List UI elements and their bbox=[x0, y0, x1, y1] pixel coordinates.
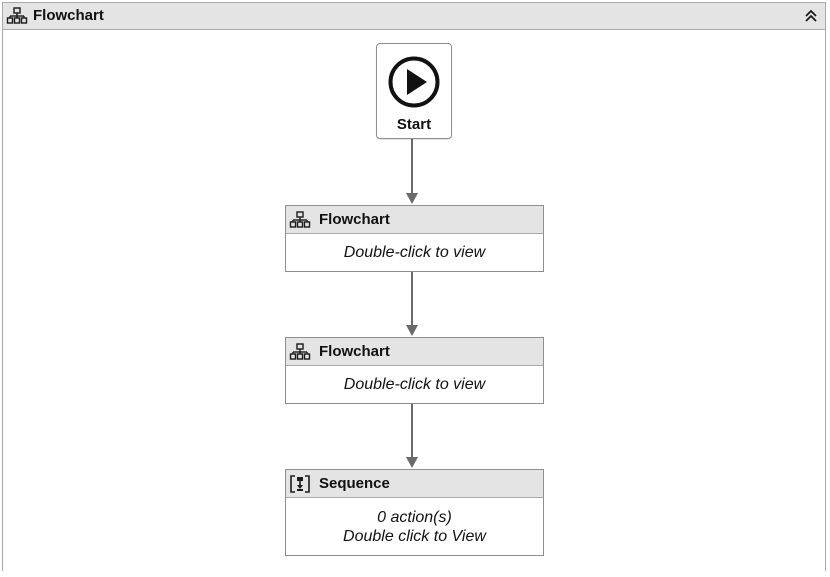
sequence-icon bbox=[289, 474, 311, 494]
flowchart-activity-2[interactable]: Flowchart Double-click to view bbox=[285, 337, 544, 404]
activity-body: 0 action(s) Double click to View bbox=[286, 498, 543, 546]
action-count: 0 action(s) bbox=[377, 509, 452, 526]
play-circle-icon bbox=[387, 55, 441, 109]
flowchart-icon bbox=[289, 342, 311, 362]
sequence-activity[interactable]: Sequence 0 action(s) Double click to Vie… bbox=[285, 469, 544, 556]
activity-header: Flowchart bbox=[286, 206, 543, 234]
connector-arrowhead bbox=[406, 457, 418, 468]
activity-hint: Double-click to view bbox=[343, 244, 486, 261]
activity-title: Sequence bbox=[319, 475, 390, 492]
flowchart-header: Flowchart bbox=[3, 3, 825, 30]
activity-body: Double-click to view bbox=[286, 366, 543, 394]
activity-hint: Double click to View bbox=[343, 528, 486, 545]
activity-header: Flowchart bbox=[286, 338, 543, 366]
activity-title: Flowchart bbox=[319, 343, 390, 360]
flowchart-icon bbox=[6, 6, 28, 26]
flowchart-designer-canvas[interactable]: Flowchart Start bbox=[2, 2, 826, 571]
start-node[interactable]: Start bbox=[376, 43, 452, 139]
flowchart-title: Flowchart bbox=[33, 7, 104, 24]
activity-title: Flowchart bbox=[319, 211, 390, 228]
start-label: Start bbox=[396, 116, 432, 133]
connector-arrowhead bbox=[406, 325, 418, 336]
flowchart-icon bbox=[289, 210, 311, 230]
activity-body: Double-click to view bbox=[286, 234, 543, 262]
activity-header: Sequence bbox=[286, 470, 543, 498]
connector-arrowhead bbox=[406, 193, 418, 204]
activity-hint: Double-click to view bbox=[343, 376, 486, 393]
flowchart-activity-1[interactable]: Flowchart Double-click to view bbox=[285, 205, 544, 272]
double-chevron-up-icon[interactable] bbox=[801, 6, 821, 26]
